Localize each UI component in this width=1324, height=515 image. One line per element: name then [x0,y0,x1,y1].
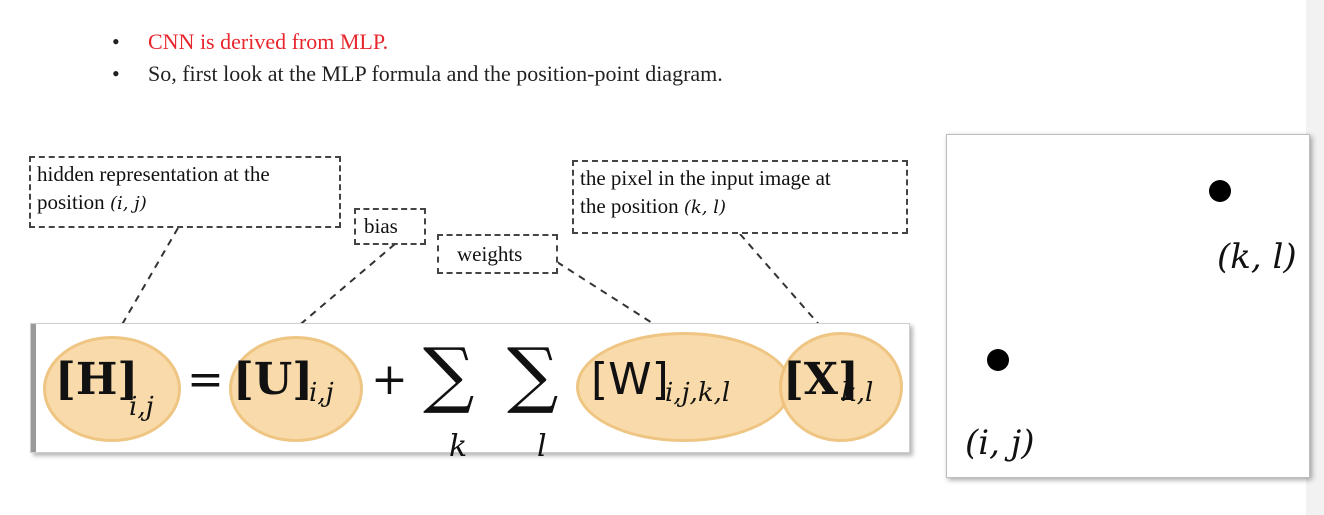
formula-H: [H] [55,354,139,405]
annotation-bias: bias [354,208,426,245]
bullet-dot: • [112,29,120,54]
highlight-U [229,336,363,442]
annotation-hidden-representation: hidden representation at the position (i… [29,156,341,228]
point-kl-dot [1209,180,1231,202]
connector-hidden [119,227,179,329]
annotation-pixel-line2: the position (k, l) [580,194,726,218]
annotation-pixel: the pixel in the input image at the posi… [572,160,908,234]
formula-sigma-l: ∑ [507,332,559,416]
connector-pixel [739,233,823,329]
formula-U: [U] [233,354,314,405]
bullet-item-mlp: • So, first look at the MLP formula and … [112,58,723,90]
highlight-H [43,336,181,442]
annotation-pixel-math: (k, l) [683,197,726,218]
bullet-list: • CNN is derived from MLP. • So, first l… [112,26,723,90]
formula-X-subscript: k,l [841,378,874,408]
formula-X: [X] [783,354,859,405]
position-point-diagram: (k, l) (i, j) [946,134,1310,478]
formula-left-edge [31,324,36,452]
formula-W: [W] [591,354,669,405]
formula-plus: + [371,354,408,405]
mlp-formula: [H] i,j = [U] i,j + ∑ ∑ k l [W] i,j,k,l … [30,323,910,462]
annotation-weights: weights [437,234,558,274]
connector-weights [556,261,661,329]
annotation-pixel-line1: the pixel in the input image at [580,166,831,190]
bullet-text: So, first look at the MLP formula and th… [148,61,723,86]
right-scroll-edge [1306,0,1324,515]
bullet-item-cnn: • CNN is derived from MLP. [112,26,723,58]
annotation-hidden-line1: hidden representation at the [37,162,270,186]
formula-sigma-k: ∑ [423,332,475,416]
formula-sum-index-l: l [537,429,547,464]
formula-H-subscript: i,j [129,392,154,422]
point-ij-dot [987,349,1009,371]
connector-bias [295,243,396,329]
point-ij-label: (i, j) [965,423,1035,463]
formula-equals: = [187,354,224,405]
formula-W-subscript: i,j,k,l [665,378,731,408]
bullet-text: CNN is derived from MLP. [148,29,389,54]
formula-U-subscript: i,j [309,378,334,408]
annotation-hidden-line2: position (i, j) [37,190,147,214]
highlight-X [779,332,903,442]
annotation-hidden-math: (i, j) [109,193,147,214]
formula-sum-index-k: k [449,429,468,464]
point-kl-label: (k, l) [1217,237,1297,277]
bullet-dot: • [112,61,120,86]
